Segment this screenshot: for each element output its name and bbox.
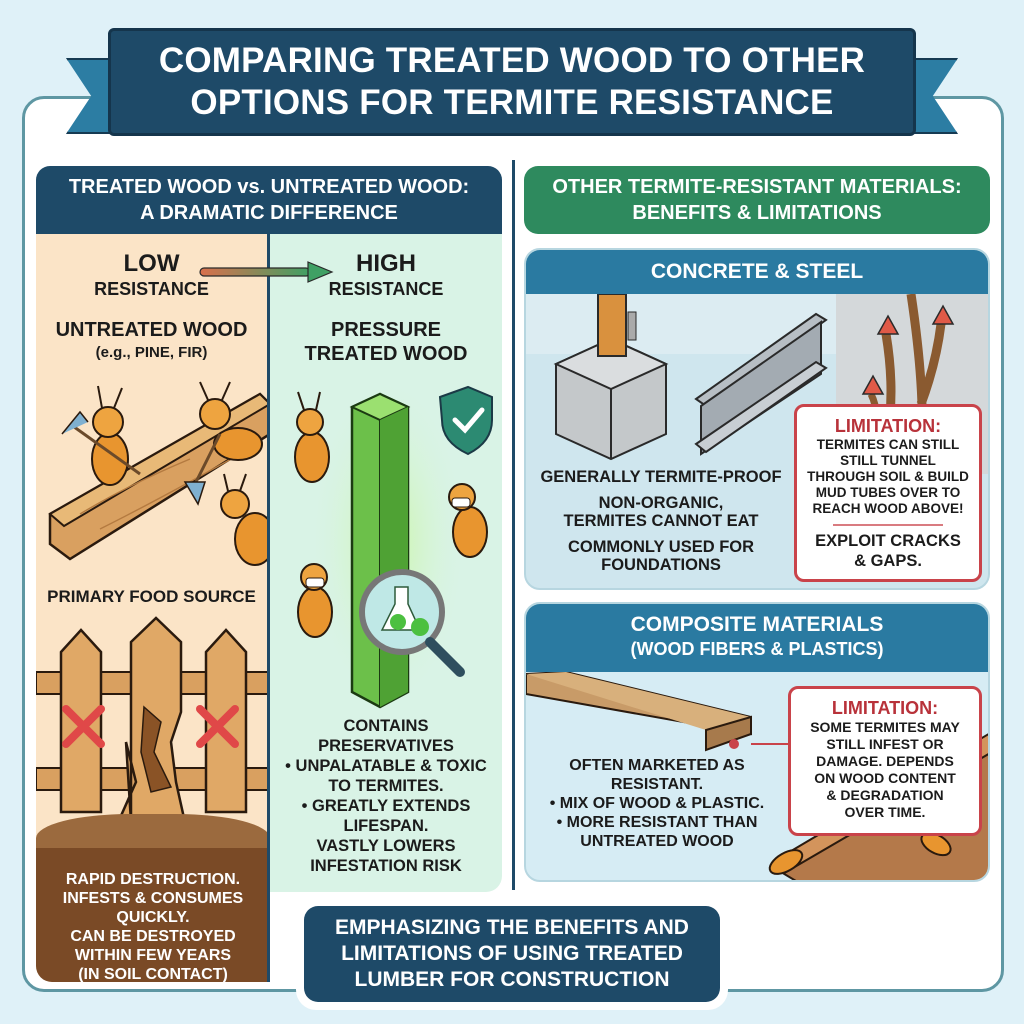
benefit-line: CONTAINS <box>343 717 429 735</box>
concrete-steel-title: CONCRETE & STEEL <box>526 250 988 294</box>
limitation-label: LIMITATION: <box>831 698 939 718</box>
footer-summary-banner: EMPHASIZING THE BENEFITS AND LIMITATIONS… <box>296 898 728 1010</box>
concrete-steel-card: CONCRETE & STEEL GENERALLY TERMITE-PROOF… <box>524 248 990 590</box>
benefit-line: TERMITES CANNOT EAT <box>563 512 759 530</box>
outcome-line: QUICKLY. <box>116 909 190 926</box>
limitation-label: LIMITATION: <box>834 416 942 436</box>
page-title: COMPARING TREATED WOOD TO OTHER OPTIONS … <box>108 28 916 136</box>
other-materials-header: OTHER TERMITE-RESISTANT MATERIALS: BENEF… <box>524 166 990 234</box>
title-banner: COMPARING TREATED WOOD TO OTHER OPTIONS … <box>66 28 958 136</box>
composite-title: COMPOSITE MATERIALS <box>630 613 884 636</box>
high-resistance-level: HIGH <box>356 250 416 277</box>
untreated-wood-examples: (e.g., PINE, FIR) <box>95 344 208 361</box>
benefit-line: LIFESPAN. <box>343 817 429 835</box>
section-divider <box>512 160 515 890</box>
benefit-line: TO TERMITES. <box>328 777 444 795</box>
outcome-line: CAN BE DESTROYED <box>70 928 236 945</box>
benefit-line: COMMONLY USED FOR <box>567 538 755 556</box>
limitation-line: STILL INFEST OR <box>826 736 944 752</box>
limitation-line: SOME TERMITES MAY <box>810 719 960 735</box>
limitation-line: ON WOOD CONTENT <box>814 770 956 786</box>
treated-wood-title-line-2: TREATED WOOD <box>304 343 468 365</box>
limitation-divider <box>833 524 943 526</box>
limitation-line: TERMITES CAN STILL <box>816 437 960 452</box>
composite-subtitle: (WOOD FIBERS & PLASTICS) <box>630 639 884 659</box>
footer-line: LIMITATIONS OF USING TREATED <box>341 942 683 965</box>
limitation-line: STILL TUNNEL <box>840 453 936 468</box>
title-line-1: COMPARING TREATED WOOD TO OTHER <box>158 41 866 80</box>
treated-wood-column: HIGH RESISTANCE PRESSURE TREATED WOOD <box>270 232 502 892</box>
benefit-line: UNTREATED WOOD <box>580 833 734 850</box>
low-to-high-arrow-icon <box>199 261 334 283</box>
magnifying-glass-chemical-icon <box>359 569 465 677</box>
termite-eating-wood <box>220 473 267 566</box>
benefit-line: RESISTANT. <box>610 776 704 793</box>
limitation-line: OVER TIME. <box>844 804 926 820</box>
termite-with-shovel <box>183 381 263 506</box>
untreated-wood-title: UNTREATED WOOD <box>55 319 248 341</box>
limitation-line: & DEGRADATION <box>826 787 944 803</box>
benefit-line: INFESTATION RISK <box>310 857 462 875</box>
outcome-line: (IN SOIL CONTACT) <box>78 966 228 982</box>
benefit-line: FOUNDATIONS <box>601 556 721 574</box>
right-header-line-2: BENEFITS & LIMITATIONS <box>632 202 882 224</box>
benefit-line: • UNPALATABLE & TOXIC <box>285 757 487 775</box>
comparison-panel: LOW RESISTANCE UNTREATED WOOD (e.g., PIN… <box>36 232 502 982</box>
termite-masked-right <box>448 483 488 558</box>
high-resistance-label: RESISTANCE <box>328 279 444 299</box>
footer-line: EMPHASIZING THE BENEFITS AND <box>335 916 689 939</box>
limitation-line: THROUGH SOIL & BUILD <box>807 469 969 484</box>
shield-check-icon <box>438 385 493 456</box>
primary-food-source-caption: PRIMARY FOOD SOURCE <box>47 587 256 606</box>
outcome-line: RAPID DESTRUCTION. <box>65 871 241 888</box>
benefit-line: PRESERVATIVES <box>318 737 454 755</box>
composite-header: COMPOSITE MATERIALS (WOOD FIBERS & PLAST… <box>526 604 988 672</box>
benefit-line: • MORE RESISTANT THAN <box>556 814 758 831</box>
termite-on-deck <box>768 831 952 875</box>
limitation-line: REACH WOOD ABOVE! <box>812 501 964 516</box>
low-resistance-level: LOW <box>123 250 180 277</box>
outcome-line: INFESTS & CONSUMES <box>62 890 244 907</box>
treated-vs-untreated-header: TREATED WOOD vs. UNTREATED WOOD: A DRAMA… <box>36 166 502 234</box>
composite-benefits: OFTEN MARKETED AS RESISTANT. • MIX OF WO… <box>526 756 788 851</box>
termites-eating-plank-illustration <box>48 381 267 566</box>
termite-alarmed-top-left <box>294 391 330 483</box>
arrow-up-icon <box>931 304 955 325</box>
title-line-2: OPTIONS FOR TERMITE RESISTANCE <box>190 83 834 122</box>
benefit-line: • GREATLY EXTENDS <box>301 797 471 815</box>
low-resistance-label: RESISTANCE <box>94 279 209 299</box>
benefit-line: • MIX OF WOOD & PLASTIC. <box>549 795 765 812</box>
termite-with-pickaxe <box>61 385 141 486</box>
rapid-destruction-panel: RAPID DESTRUCTION. INFESTS & CONSUMES QU… <box>36 848 267 982</box>
limitation-line: DAMAGE. DEPENDS <box>816 753 954 769</box>
limitation-line: MUD TUBES OVER TO <box>815 485 961 500</box>
concrete-steel-illustration <box>526 294 988 474</box>
untreated-wood-column: LOW RESISTANCE UNTREATED WOOD (e.g., PIN… <box>36 232 270 982</box>
limitation-extra-line: EXPLOIT CRACKS <box>815 532 961 550</box>
footer-line: LUMBER FOR CONSTRUCTION <box>354 968 670 991</box>
treated-wood-title-line-1: PRESSURE <box>330 319 442 341</box>
composite-materials-card: COMPOSITE MATERIALS (WOOD FIBERS & PLAST… <box>524 602 990 882</box>
treated-post-illustration <box>294 372 493 712</box>
arrow-up-icon <box>876 314 900 335</box>
concrete-steel-benefits: GENERALLY TERMITE-PROOF NON-ORGANIC, TER… <box>526 468 796 574</box>
concrete-limitation-box: LIMITATION: TERMITES CAN STILL STILL TUN… <box>794 404 982 582</box>
outcome-line: WITHIN FEW YEARS <box>74 947 232 964</box>
composite-limitation-box: LIMITATION: SOME TERMITES MAY STILL INFE… <box>788 686 982 836</box>
red-x-mark-right <box>196 705 239 748</box>
termite-masked-bottom-left <box>297 563 333 638</box>
left-header-line-2: A DRAMATIC DIFFERENCE <box>140 202 398 224</box>
soil-mound <box>36 814 267 854</box>
arrow-up-icon <box>861 374 885 395</box>
benefit-line: OFTEN MARKETED AS <box>569 757 745 774</box>
benefit-line: GENERALLY TERMITE-PROOF <box>540 468 782 486</box>
limitation-extra-line: & GAPS. <box>854 552 922 570</box>
benefit-line: NON-ORGANIC, <box>598 494 724 512</box>
right-header-line-1: OTHER TERMITE-RESISTANT MATERIALS: <box>552 176 962 198</box>
treated-wood-benefits: CONTAINS PRESERVATIVES • UNPALATABLE & T… <box>270 716 502 876</box>
left-header-line-1: TREATED WOOD vs. UNTREATED WOOD: <box>68 176 470 198</box>
destroyed-fence-illustration <box>36 616 267 829</box>
benefit-line: VASTLY LOWERS <box>316 837 456 855</box>
red-x-mark-left <box>62 705 105 748</box>
